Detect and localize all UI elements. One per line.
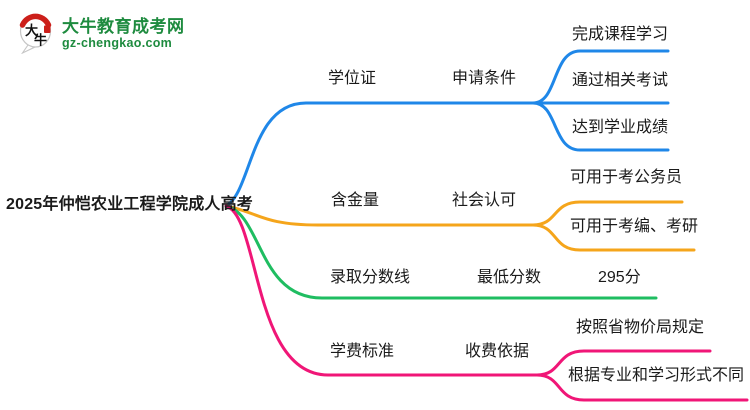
connector-tuition-main	[224, 204, 539, 377]
connector-value-leaf-bottom	[531, 223, 696, 252]
branch-score-sublabel: 最低分数	[477, 269, 542, 286]
branch-score-label: 录取分数线	[330, 269, 411, 286]
logo-red-arc	[19, 13, 52, 28]
logo-red-seal	[44, 25, 51, 33]
leaf-civil-service: 可用于考公务员	[570, 169, 683, 186]
daniu-logo-icon: 大 牛	[19, 13, 52, 54]
branch-value-label: 含金量	[331, 192, 380, 209]
logo-title: 大牛教育成考网	[62, 16, 185, 36]
logo-char-da: 大	[25, 23, 38, 38]
leaf-academic-results: 达到学业成绩	[572, 119, 669, 136]
connector-tuition-leaf-top	[535, 349, 712, 377]
leaf-price-bureau: 按照省物价局规定	[576, 319, 705, 336]
connector-degree-main	[224, 101, 670, 208]
logo-text: 大牛教育成考网 gz-chengkao.com	[62, 17, 185, 50]
leaf-postgraduate: 可用于考编、考研	[570, 218, 699, 235]
speech-bubble-tail	[21, 44, 36, 54]
branch-tuition-sublabel: 收费依据	[465, 343, 530, 360]
connector-value-main	[224, 204, 535, 227]
leaf-min-score: 295分	[598, 269, 641, 286]
connector-value-leaf-top	[531, 200, 684, 227]
root-node-label: 2025年仲恺农业工程学院成人高考	[6, 196, 253, 213]
logo-domain: gz-chengkao.com	[62, 35, 173, 50]
logo-char-niu: 牛	[34, 33, 47, 48]
connector-tuition-leaf-bottom	[535, 373, 749, 402]
branch-degree-label: 学位证	[328, 70, 377, 87]
site-logo: 大 牛 大牛教育成考网 gz-chengkao.com	[18, 12, 185, 54]
connector-score-main	[224, 204, 658, 300]
leaf-pass-exams: 通过相关考试	[572, 72, 669, 89]
branch-value-sublabel: 社会认可	[452, 192, 517, 209]
branch-degree-sublabel: 申请条件	[452, 70, 517, 87]
connector-degree-leaf-top	[531, 49, 670, 105]
leaf-complete-courses: 完成课程学习	[572, 26, 669, 43]
connector-degree-leaf-bottom	[531, 101, 670, 152]
branch-tuition-label: 学费标准	[330, 343, 395, 360]
leaf-major-study-form: 根据专业和学习形式不同	[568, 367, 745, 384]
